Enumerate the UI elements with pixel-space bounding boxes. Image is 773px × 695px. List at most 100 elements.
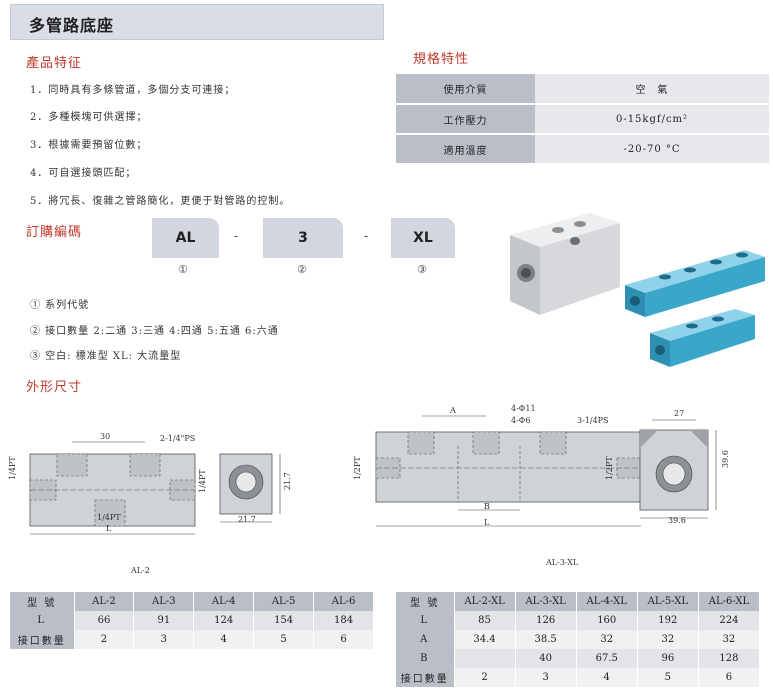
table-cell: 154 (253, 611, 315, 630)
table-cell: 2 (74, 630, 135, 649)
table-header-cell: AL-2-XL (454, 592, 516, 611)
table-header-cell: AL-6 (313, 592, 374, 611)
xl-left-port: 1/2PT (353, 456, 362, 480)
title-bar: 多管路底座 (10, 4, 384, 40)
feature-item-2: 2．多種模塊可供選擇； (30, 112, 148, 123)
al2-right-port: 1/4PT (198, 469, 207, 493)
table-cell: 3 (133, 630, 195, 649)
al2-bottom-port: 1/4PT (97, 513, 121, 522)
marker-3: ③ (417, 263, 427, 276)
table-cell: 5 (637, 668, 699, 687)
spec-label: 工作壓力 (396, 104, 535, 135)
table-cell: 32 (637, 630, 699, 649)
al2-caption: AL-2 (131, 566, 150, 575)
page-title: 多管路底座 (29, 16, 115, 35)
table-cell: 4 (576, 668, 638, 687)
spec-table: 使用介質 空 氣 工作壓力 0-15kgf/cm² 適用溫度 -20-70 °C (396, 74, 769, 165)
xl-side-width: 39.6 (668, 516, 686, 525)
product-photo (510, 213, 765, 367)
spec-value: 空 氣 (535, 74, 769, 105)
feature-item-4: 4．可自選接頭匹配； (30, 168, 137, 179)
table-cell (454, 649, 516, 668)
table-row: B 40 67.5 96 128 (396, 649, 761, 668)
table-cell: B (396, 649, 455, 668)
al-table: 型 號 AL-2 AL-3 AL-4 AL-5 AL-6 L 66 91 124… (10, 592, 374, 649)
al2-side-width: 21.7 (238, 515, 256, 524)
table-cell: A (396, 630, 455, 649)
table-header-cell: AL-3-XL (515, 592, 577, 611)
table-header-cell: AL-2 (74, 592, 135, 611)
feature-item-3: 3．根據需要預留位數； (30, 140, 148, 151)
table-header-row: 型 號 AL-2 AL-3 AL-4 AL-5 AL-6 (10, 592, 374, 611)
spec-row: 適用溫度 -20-70 °C (396, 134, 769, 165)
specs-heading: 規格特性 (413, 52, 470, 67)
table-cell: 124 (193, 611, 255, 630)
table-cell: 接口數量 (396, 668, 455, 687)
xl-side-top: 27 (674, 409, 685, 418)
order-note-1: ① 系列代號 (30, 300, 90, 311)
xl-caption: AL-3-XL (546, 558, 579, 567)
table-cell: 160 (576, 611, 638, 630)
table-cell: 67.5 (576, 649, 638, 668)
code-type: XL (391, 218, 455, 258)
table-header-cell: AL-5-XL (637, 592, 699, 611)
table-cell: 接口數量 (10, 630, 75, 649)
xl-hole2: 4-Φ6 (511, 416, 531, 425)
table-cell: 126 (515, 611, 577, 630)
spec-label: 適用溫度 (396, 134, 535, 165)
table-header-cell: AL-6-XL (698, 592, 761, 611)
table-cell: L (396, 611, 455, 630)
table-cell: 184 (313, 611, 374, 630)
table-cell: 128 (698, 649, 761, 668)
xl-dim-b: B (484, 502, 490, 511)
table-cell: 192 (637, 611, 699, 630)
xl-dim-a: A (450, 406, 456, 415)
marker-2: ② (297, 263, 307, 276)
feature-item-1: 1．同時具有多條管道，多個分支可連接； (30, 85, 236, 96)
al2-port-label: 2-1/4"PS (160, 434, 196, 443)
table-cell: 6 (313, 630, 374, 649)
table-header-cell: AL-4-XL (576, 592, 638, 611)
table-cell: 34.4 (454, 630, 516, 649)
xl-port-label: 3-1/4PS (577, 416, 609, 425)
order-heading: 訂購編碼 (26, 225, 83, 240)
table-row: 接口數量 2 3 4 5 6 (396, 668, 761, 687)
table-header-cell: 型 號 (10, 592, 75, 611)
table-row: A 34.4 38.5 32 32 32 (396, 630, 761, 649)
table-cell: 91 (133, 611, 195, 630)
feature-item-5: 5．將冗長、復雜之管路簡化，更便于對管路的控制。 (30, 196, 291, 207)
order-note-2: ② 接口數量 2:二通 3:三通 4:四通 5:五通 6:六通 (30, 326, 279, 337)
table-cell: L (10, 611, 75, 630)
xl-length: L (484, 518, 490, 527)
xl-hole1: 4-Φ11 (511, 404, 536, 413)
xl-table: 型 號 AL-2-XL AL-3-XL AL-4-XL AL-5-XL AL-6… (396, 592, 761, 687)
table-header-cell: AL-4 (193, 592, 255, 611)
table-cell: 40 (515, 649, 577, 668)
drawing-al3xl (375, 415, 717, 527)
table-cell: 6 (698, 668, 761, 687)
table-header-row: 型 號 AL-2-XL AL-3-XL AL-4-XL AL-5-XL AL-6… (396, 592, 761, 611)
table-cell: 38.5 (515, 630, 577, 649)
features-heading: 產品特征 (26, 56, 83, 71)
spec-row: 使用介質 空 氣 (396, 74, 769, 105)
table-row: L 85 126 160 192 224 (396, 611, 761, 630)
drawing-al2 (29, 441, 281, 535)
table-header-cell: AL-5 (253, 592, 315, 611)
al2-dim-top: 30 (100, 432, 111, 441)
al2-left-port: 1/4PT (8, 456, 17, 480)
xl-right-port: 1/2PT (605, 456, 614, 480)
table-cell: 96 (637, 649, 699, 668)
spec-label: 使用介質 (396, 74, 535, 105)
table-cell: 66 (74, 611, 135, 630)
al2-side-height: 21.7 (283, 472, 292, 490)
marker-1: ① (178, 263, 188, 276)
table-cell: 32 (698, 630, 761, 649)
table-row: L 66 91 124 154 184 (10, 611, 374, 630)
spec-row: 工作壓力 0-15kgf/cm² (396, 104, 769, 135)
spec-value: -20-70 °C (535, 134, 769, 165)
table-header-cell: 型 號 (396, 592, 455, 611)
code-ports: 3 (263, 218, 343, 258)
dimensions-heading: 外形尺寸 (26, 380, 83, 395)
table-row: 接口數量 2 3 4 5 6 (10, 630, 374, 649)
table-cell: 5 (253, 630, 315, 649)
